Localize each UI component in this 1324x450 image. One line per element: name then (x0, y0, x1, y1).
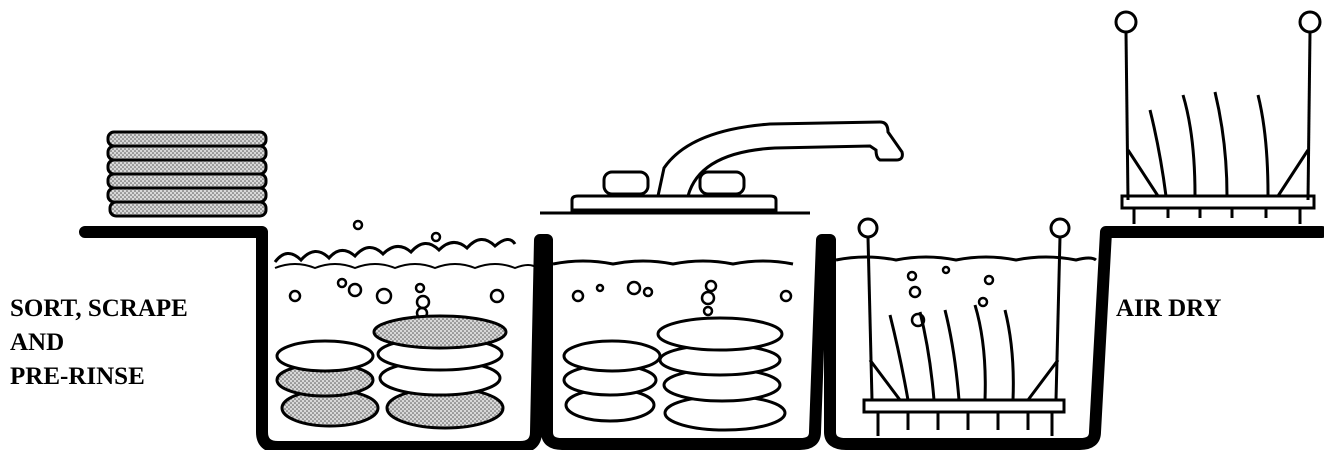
step-label-sort-scrape-prerinse: SORT, SCRAPE AND PRE-RINSE (10, 292, 188, 394)
label-line: AND (10, 326, 188, 360)
step-label-air-dry: AIR DRY (1116, 292, 1221, 326)
wash-sink-suds (275, 239, 515, 262)
faucet-icon (540, 122, 902, 213)
dish-rack-icon (1116, 12, 1320, 224)
label-line: PRE-RINSE (10, 360, 188, 394)
plate-icon (277, 316, 506, 428)
wash-sink-suds-lower (275, 264, 537, 268)
bubble-icon (290, 221, 993, 326)
rinse-sink-water-line (553, 261, 793, 264)
sanitize-sink-water-line (836, 257, 1096, 260)
dish-rack-icon (859, 219, 1069, 436)
plate-icon (564, 318, 785, 430)
label-line: SORT, SCRAPE (10, 292, 188, 326)
plate-stack-icon (108, 132, 266, 216)
